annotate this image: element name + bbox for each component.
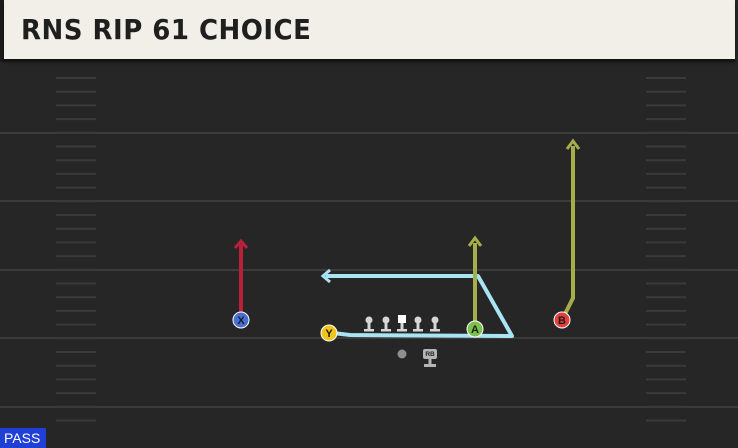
route-b (561, 138, 581, 319)
offensive-line (364, 315, 440, 332)
player-y[interactable]: Y (320, 324, 338, 342)
lineman (430, 316, 440, 332)
center (397, 315, 407, 332)
hash-marks-left (56, 77, 96, 422)
play-title: RNS RIP 61 CHOICE (21, 13, 312, 46)
play-type-badge: PASS (0, 428, 46, 448)
player-y-label: Y (325, 328, 333, 340)
play-type-label: PASS (4, 430, 41, 446)
lineman (364, 316, 374, 332)
player-a-label: A (471, 324, 479, 336)
hash-marks-right (646, 77, 686, 422)
route-y (320, 268, 514, 338)
rb-label: RB (425, 351, 435, 358)
route-a (467, 235, 483, 326)
player-x-label: X (237, 315, 245, 327)
player-a[interactable]: A (466, 320, 484, 338)
player-b-label: B (558, 315, 566, 327)
title-bar-edge (0, 0, 6, 62)
yard-lines (0, 132, 738, 408)
lineman (381, 316, 391, 332)
route-x (233, 238, 249, 320)
quarterback-marker (397, 349, 407, 359)
player-x[interactable]: X (232, 311, 250, 329)
play-title-bar: RNS RIP 61 CHOICE (4, 0, 735, 59)
lineman (413, 316, 423, 332)
running-back-icon: RB (423, 349, 437, 367)
player-b[interactable]: B (553, 311, 571, 329)
